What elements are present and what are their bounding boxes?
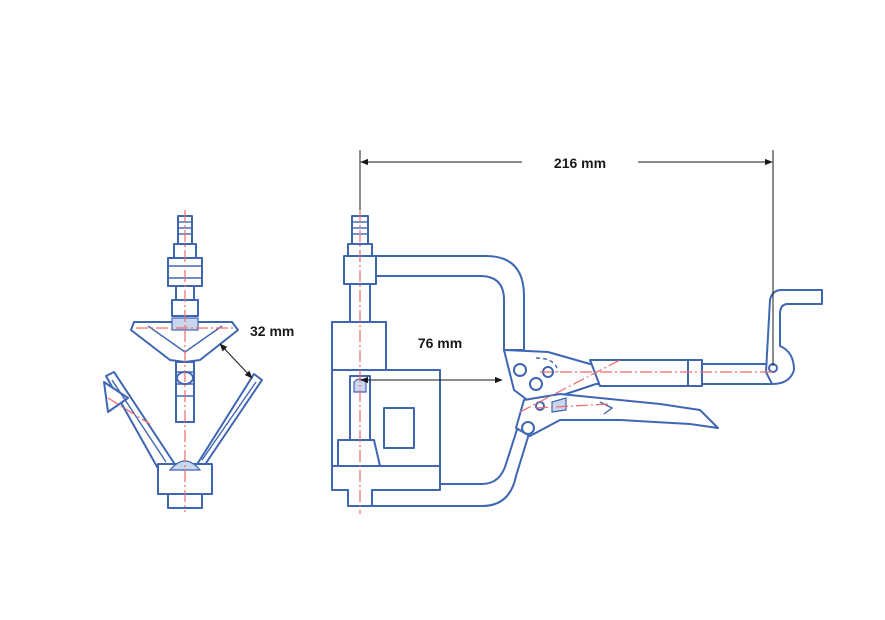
side-upper-handle: [589, 359, 691, 387]
jaw-opening-dimension: 32 mm: [219, 323, 294, 379]
side-crank-arm: [765, 289, 823, 385]
throat-depth-dimension: 76 mm: [360, 335, 503, 384]
front-lower-jaw-pad: [103, 381, 129, 413]
side-release-lever: [515, 393, 719, 437]
side-body-window: [383, 407, 415, 449]
overall-length-label: 216 mm: [554, 155, 606, 171]
side-adjust-collar: [687, 359, 703, 387]
side-base: [331, 465, 441, 507]
jaw-opening-label: 32 mm: [250, 323, 294, 339]
side-adjust-screw: [701, 363, 773, 385]
throat-depth-label: 76 mm: [418, 335, 462, 351]
side-lower-pad: [337, 439, 381, 467]
side-view: [331, 210, 823, 514]
jaw-opening-arrow: [219, 343, 253, 379]
overall-length-dimension: 216 mm: [359, 150, 774, 366]
side-upper-jaw-block: [331, 321, 387, 371]
front-view: [103, 210, 263, 512]
